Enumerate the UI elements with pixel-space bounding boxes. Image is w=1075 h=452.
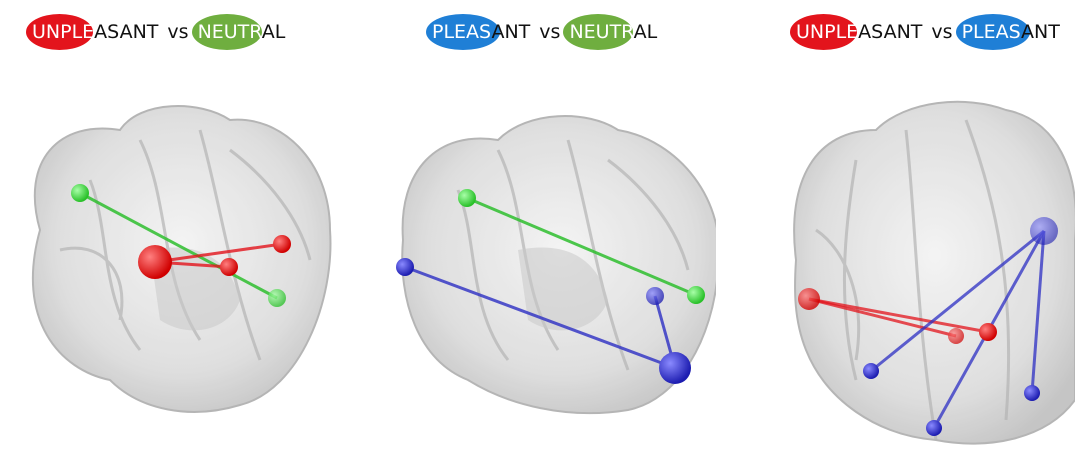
node-blue — [926, 420, 942, 436]
node-blue — [863, 363, 879, 379]
node-red — [979, 323, 997, 341]
node-blue — [646, 287, 664, 305]
panel-title: PLEASANT vs NEUTRAL — [426, 14, 658, 50]
node-red — [138, 245, 172, 279]
label-outer-text: ASANT — [94, 21, 159, 43]
panel-unpleasant-vs-pleasant: UNPLEASANT vs PLEASANT — [716, 0, 1075, 452]
node-green — [268, 289, 286, 307]
vs-text: vs — [931, 21, 953, 43]
node-green — [458, 189, 476, 207]
node-blue — [1024, 385, 1040, 401]
brain-render — [31, 105, 332, 413]
label-outer-text: ASANT — [858, 21, 923, 43]
unpleasant-oval — [26, 14, 93, 50]
unpleasant-label: UNPLEASANT — [790, 14, 923, 50]
label-inner-text: PLEAS — [961, 21, 1022, 43]
brain-render — [793, 100, 1075, 445]
pleasant-oval — [955, 14, 1030, 50]
neutral-oval — [563, 14, 634, 50]
brain-render — [396, 115, 716, 415]
brain-surface — [793, 100, 1075, 445]
label-inner-text: PLEAS — [432, 21, 492, 43]
node-green — [687, 286, 705, 304]
pleasant-oval — [426, 14, 500, 50]
nodes — [798, 217, 1058, 436]
label-outer-text: ANT — [491, 21, 531, 43]
label-inner-text: NEUTR — [197, 21, 262, 43]
panel-unpleasant-vs-neutral: UNPLEASANT vs NEUTRAL — [0, 0, 358, 452]
nodes — [71, 184, 291, 307]
label-outer-text: AL — [261, 21, 286, 43]
label-outer-text: ANT — [1021, 21, 1060, 43]
neutral-label: NEUTRAL — [563, 14, 658, 50]
panel-pleasant-vs-neutral: PLEASANT vs NEUTRAL — [358, 0, 716, 452]
neutral-oval — [191, 14, 262, 50]
neutral-label: NEUTRAL — [191, 14, 286, 50]
node-red — [798, 288, 820, 310]
node-red — [220, 258, 238, 276]
label-outer-text: AL — [633, 21, 658, 43]
label-inner-text: UNPLE — [796, 21, 859, 43]
unpleasant-oval — [790, 14, 857, 50]
node-red — [273, 235, 291, 253]
vs-text: vs — [539, 21, 561, 43]
vs-text: vs — [167, 21, 189, 43]
unpleasant-label: UNPLEASANT — [26, 14, 159, 50]
label-inner-text: UNPLE — [32, 21, 95, 43]
node-green — [71, 184, 89, 202]
node-red — [948, 328, 964, 344]
nodes — [396, 189, 705, 384]
label-inner-text: NEUTR — [569, 21, 634, 43]
node-blue — [396, 258, 414, 276]
node-blue — [659, 352, 691, 384]
node-blue — [1030, 217, 1058, 245]
pleasant-label: PLEASANT — [426, 14, 531, 50]
panel-title: UNPLEASANT vs PLEASANT — [790, 14, 1060, 50]
panel-title: UNPLEASANT vs NEUTRAL — [26, 14, 286, 50]
pleasant-label: PLEASANT — [955, 14, 1060, 50]
